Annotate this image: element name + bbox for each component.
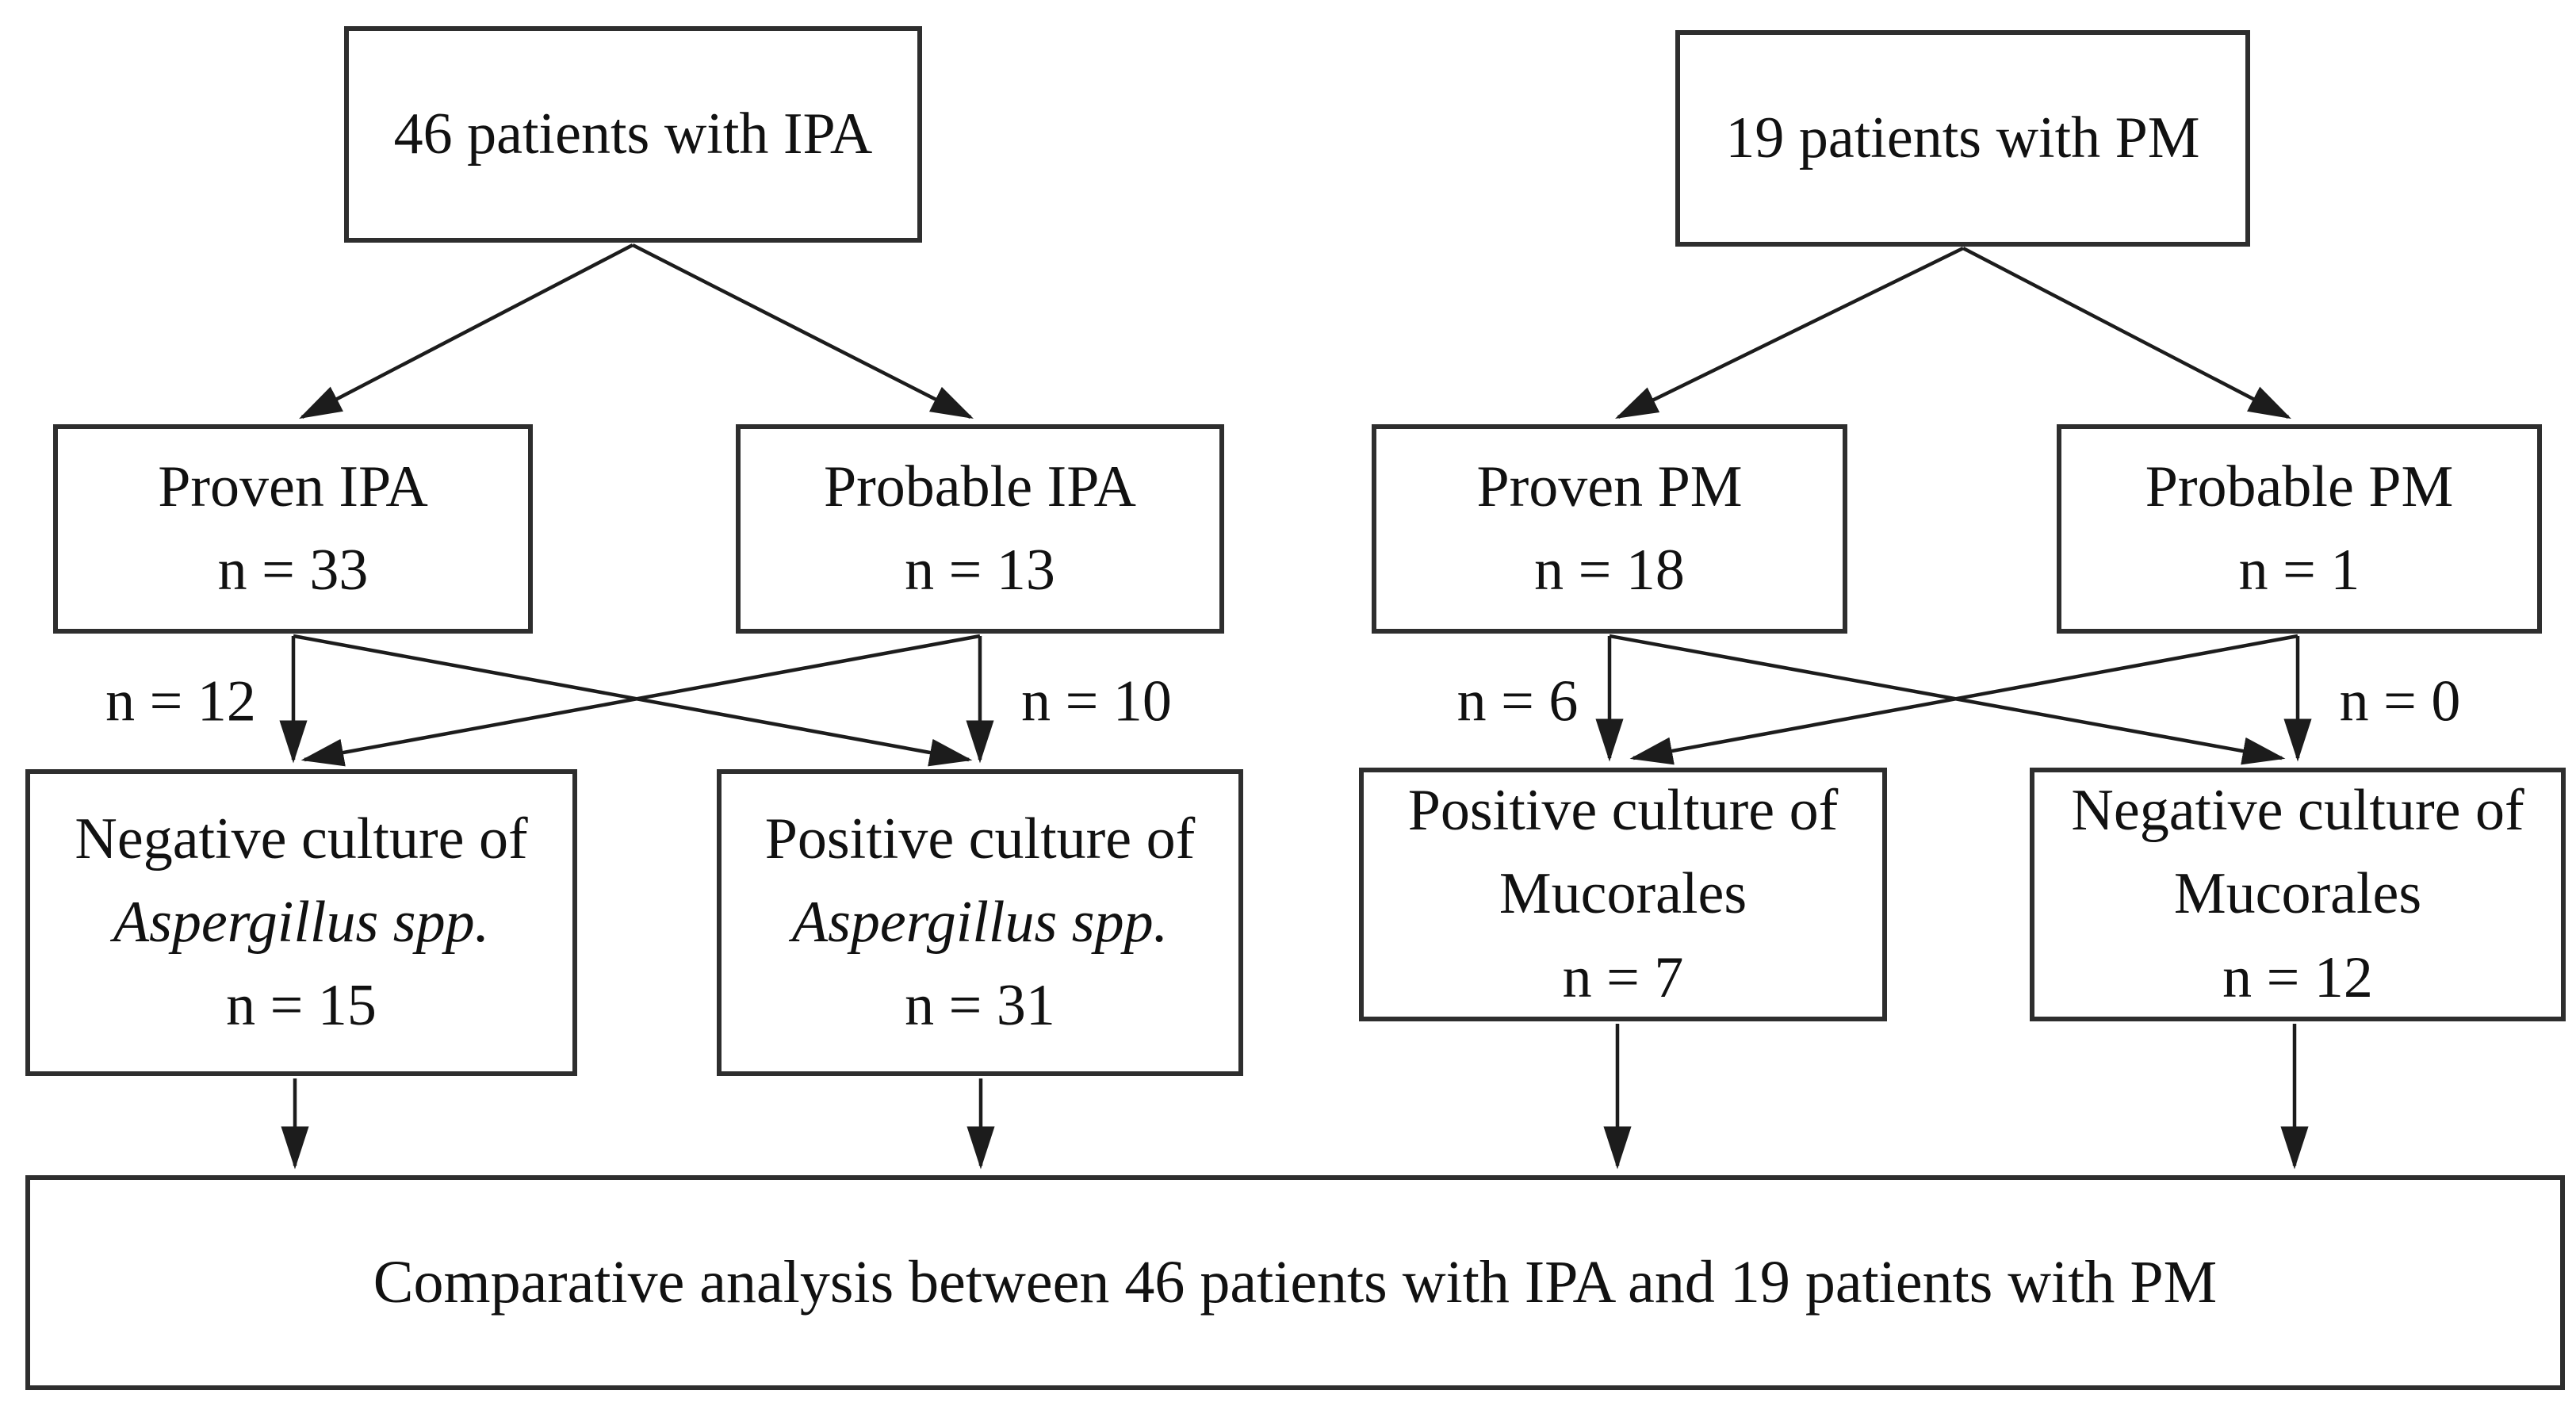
arrow-pm-probable-to-positive — [1629, 634, 2298, 765]
pm-positive-count: n = 7 — [1562, 944, 1684, 1010]
ipa-negative-culture-box: Negative culture of Aspergillus spp. n =… — [25, 769, 577, 1076]
arrow-ipa-probable-to-negative — [300, 634, 981, 767]
pm-positive-line1: Positive culture of — [1407, 778, 1839, 844]
arrow-ipa-proven-to-positive — [293, 634, 973, 767]
edge-label-ipa-proven-negative: n = 12 — [105, 668, 256, 734]
arrow-pm-proven-to-negative — [1609, 634, 2286, 765]
pm-proven-title: Proven PM — [1476, 454, 1743, 519]
edge-label-pm-probable-negative: n = 0 — [2339, 668, 2461, 734]
arrow-pm-root-to-proven — [1614, 246, 1964, 419]
ipa-root-box: 46 patients with IPA — [344, 26, 922, 243]
pm-negative-line1: Negative culture of — [2071, 778, 2524, 844]
pm-negative-count: n = 12 — [2222, 944, 2373, 1010]
pm-probable-box: Probable PM n = 1 — [2057, 424, 2542, 634]
ipa-proven-count: n = 33 — [217, 538, 369, 603]
pm-positive-culture-box: Positive culture of Mucorales n = 7 — [1359, 768, 1887, 1021]
ipa-proven-title: Proven IPA — [158, 454, 428, 519]
arrow-ipa-root-to-proven — [299, 243, 634, 419]
arrow-ipa-root-to-probable — [631, 243, 974, 419]
edge-label-ipa-probable-positive: n = 10 — [1021, 668, 1172, 734]
comparative-analysis-label: Comparative analysis between 46 patients… — [373, 1248, 2218, 1316]
pm-root-box: 19 patients with PM — [1675, 30, 2250, 247]
ipa-root-label: 46 patients with IPA — [393, 101, 873, 167]
ipa-positive-count: n = 31 — [905, 973, 1055, 1039]
pm-negative-species: Mucorales — [2173, 861, 2422, 927]
ipa-negative-species: Aspergillus spp. — [113, 889, 490, 955]
pm-probable-count: n = 1 — [2238, 538, 2360, 603]
pm-root-label: 19 patients with PM — [1725, 105, 2200, 170]
pm-negative-culture-box: Negative culture of Mucorales n = 12 — [2030, 768, 2566, 1021]
ipa-positive-species: Aspergillus spp. — [791, 889, 1169, 955]
ipa-negative-count: n = 15 — [226, 973, 377, 1039]
pm-proven-count: n = 18 — [1534, 538, 1685, 603]
pm-proven-box: Proven PM n = 18 — [1372, 424, 1847, 634]
ipa-probable-title: Probable IPA — [824, 454, 1136, 519]
comparative-analysis-box: Comparative analysis between 46 patients… — [25, 1175, 2565, 1390]
ipa-negative-line1: Negative culture of — [75, 806, 528, 871]
arrow-pm-root-to-probable — [1962, 247, 2291, 419]
edge-label-pm-proven-positive: n = 6 — [1456, 668, 1579, 734]
ipa-proven-box: Proven IPA n = 33 — [53, 424, 533, 634]
ipa-probable-box: Probable IPA n = 13 — [736, 424, 1224, 634]
pm-probable-title: Probable PM — [2145, 454, 2454, 519]
pm-positive-species: Mucorales — [1499, 861, 1747, 927]
ipa-positive-culture-box: Positive culture of Aspergillus spp. n =… — [717, 769, 1243, 1076]
ipa-positive-line1: Positive culture of — [764, 806, 1196, 871]
ipa-probable-count: n = 13 — [905, 538, 1055, 603]
